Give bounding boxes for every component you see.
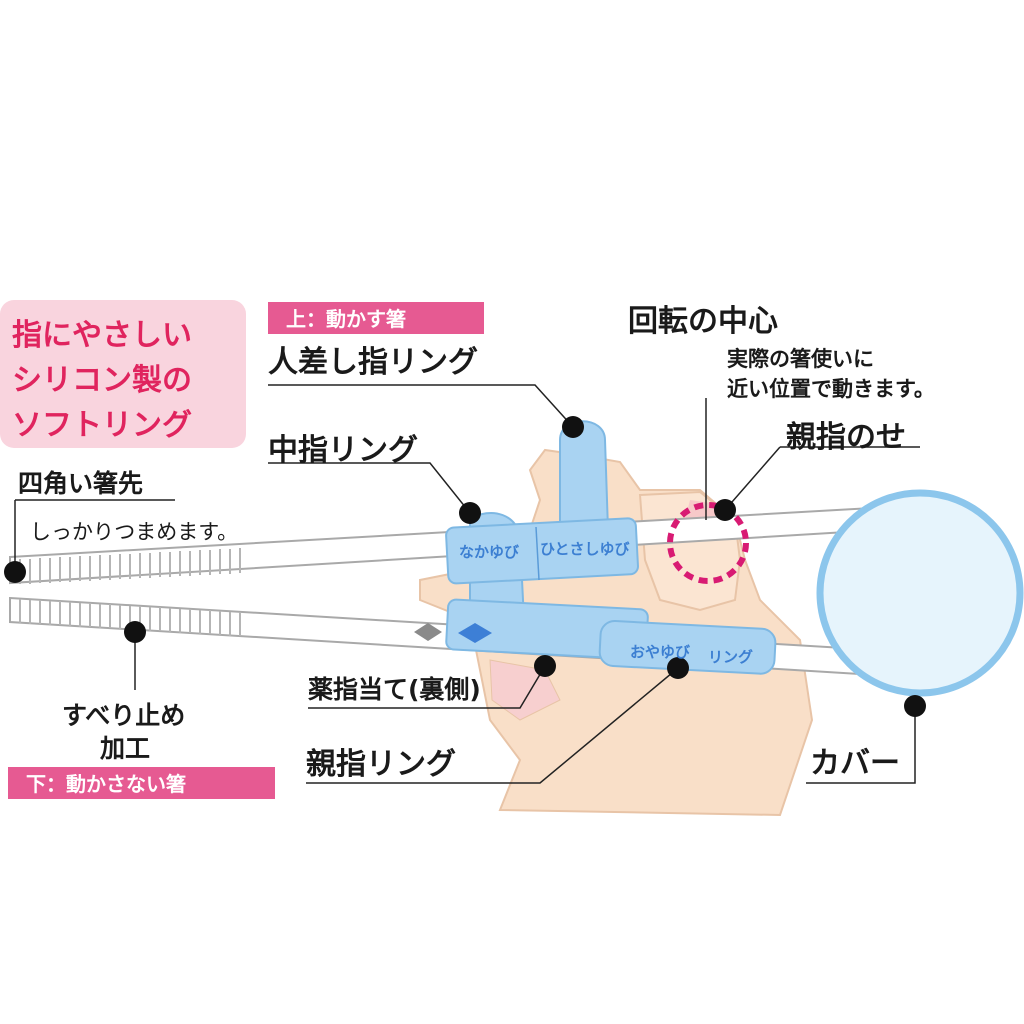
bottom-chopstick-label: 下：動かさない箸 <box>8 767 275 799</box>
cover-label: カバー <box>810 746 900 781</box>
rotation-desc-2: 近い位置で動きます。 <box>727 377 935 401</box>
cover-disc <box>816 489 1024 697</box>
ring-bands <box>445 420 777 675</box>
callout-line-3: ソフトリング <box>12 408 192 443</box>
anti-slip-label-2: 加工 <box>100 734 151 763</box>
index-ring-label: 人差し指リング <box>268 345 478 380</box>
callout-line-1: 指にやさしい <box>12 318 192 353</box>
soft-ring-callout: 指にやさしい シリコン製の ソフトリング <box>0 300 246 448</box>
anti-slip-label-1: すべり止め <box>62 701 186 730</box>
callout-line-2: シリコン製の <box>12 363 192 398</box>
band-text-ring: リング <box>708 648 754 666</box>
square-tip-sub-label: しっかりつまめます。 <box>30 520 239 544</box>
rotation-center-marker <box>667 502 749 584</box>
ring-finger-rest-label: 薬指当て(裏側) <box>308 675 481 704</box>
rotation-desc-1: 実際の箸使いに <box>727 347 874 371</box>
thumb-ring-label: 親指リング <box>306 747 456 782</box>
thumb-rest-label: 親指のせ <box>786 420 906 455</box>
band-text-thumb: おやゆび <box>630 643 691 661</box>
square-tip-label: 四角い箸先 <box>18 469 144 498</box>
rotation-center-label: 回転の中心 <box>628 304 778 339</box>
band-text-middle: なかゆび <box>459 543 520 561</box>
middle-ring-label: 中指リング <box>268 433 418 468</box>
band-text-index: ひとさしゆび <box>540 540 630 558</box>
top-chopstick-label: 上：動かす箸 <box>268 302 484 334</box>
